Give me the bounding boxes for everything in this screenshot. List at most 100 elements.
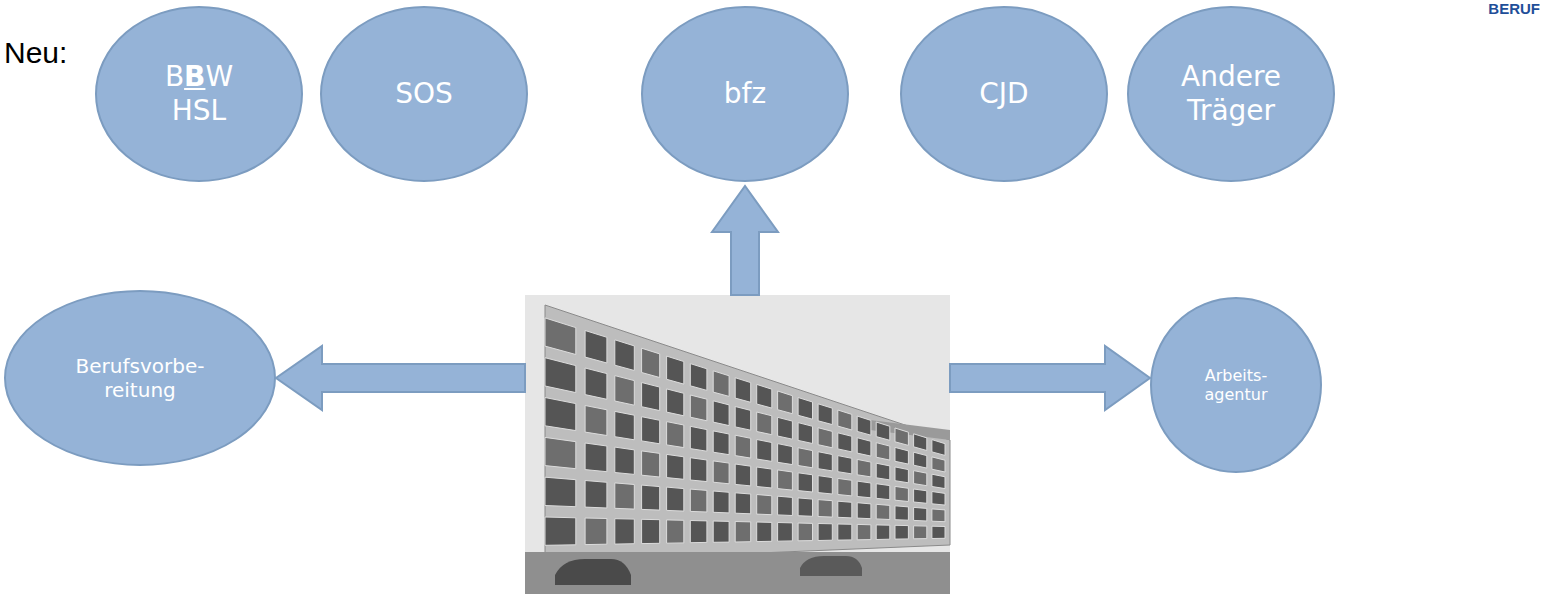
photo-sky <box>525 295 950 594</box>
window <box>642 383 660 411</box>
window <box>818 524 832 541</box>
ellipse-outline <box>1151 298 1321 472</box>
window <box>818 500 832 517</box>
building-roof <box>870 420 950 440</box>
window <box>876 504 890 519</box>
ellipse-node: Andere Träger <box>1127 6 1335 182</box>
window <box>914 434 927 451</box>
slide-heading: Neu: <box>4 36 67 70</box>
node-text-group: BBW HSL <box>154 60 244 127</box>
window <box>857 524 871 539</box>
window <box>585 406 607 436</box>
window <box>914 507 927 521</box>
node-text-group: Berufsvorbe- reitung <box>60 354 220 402</box>
node-text-group: Andere Träger <box>1169 60 1294 127</box>
ellipse-node: SOS <box>320 6 528 182</box>
window <box>757 467 772 488</box>
window <box>667 487 684 511</box>
window <box>667 520 684 543</box>
window <box>798 523 812 541</box>
window <box>838 433 852 452</box>
node-label: Arbeits- agentur <box>1190 366 1282 404</box>
window <box>932 492 945 506</box>
window <box>642 451 660 477</box>
node-label: Berufsvorbe- reitung <box>60 354 220 402</box>
node-text-group: bfz <box>724 77 766 111</box>
car <box>555 559 631 585</box>
window <box>778 496 793 515</box>
window <box>690 426 707 451</box>
window <box>735 522 751 543</box>
node-text-group: CJD <box>979 77 1028 111</box>
window <box>778 470 793 490</box>
window <box>615 340 635 371</box>
window <box>798 398 812 420</box>
window <box>757 412 772 435</box>
window <box>615 376 635 406</box>
window <box>798 473 812 492</box>
window <box>615 483 635 509</box>
window <box>713 521 729 542</box>
node-text-group: SOS <box>395 77 453 111</box>
window <box>667 389 684 416</box>
window <box>857 503 871 519</box>
window <box>585 518 607 545</box>
window <box>876 422 890 440</box>
window <box>818 404 832 425</box>
window <box>735 435 751 458</box>
window <box>798 448 812 468</box>
block-arrow-up <box>712 186 778 295</box>
window <box>895 447 908 464</box>
window <box>667 422 684 448</box>
window <box>857 416 871 435</box>
window <box>932 440 945 456</box>
window <box>778 444 793 465</box>
window <box>838 410 852 430</box>
window <box>713 431 729 455</box>
window <box>713 401 729 426</box>
window <box>642 519 660 543</box>
ellipse-outline <box>642 7 848 181</box>
window <box>615 519 635 544</box>
building-photo <box>525 295 950 594</box>
window <box>642 485 660 510</box>
window <box>642 348 660 377</box>
ellipse-node: BBW HSL <box>95 6 303 182</box>
window <box>713 491 729 513</box>
window <box>838 524 852 540</box>
window <box>690 364 707 391</box>
window <box>545 318 576 355</box>
window <box>757 440 772 462</box>
window <box>895 486 908 501</box>
block-arrow-right <box>950 346 1150 410</box>
window <box>798 498 812 516</box>
window <box>585 443 607 472</box>
window <box>838 456 852 474</box>
window <box>818 476 832 494</box>
window <box>778 523 793 542</box>
window <box>615 447 635 474</box>
header-logo-text: BERUF <box>1488 0 1540 17</box>
ellipse-outline <box>901 7 1107 181</box>
node-text-group: Arbeits- agentur <box>1190 366 1282 404</box>
window <box>713 461 729 484</box>
building-facade <box>545 305 950 562</box>
window <box>876 484 890 500</box>
window <box>667 356 684 384</box>
window <box>735 464 751 486</box>
ellipse-node: Arbeits- agentur <box>1150 297 1322 473</box>
window <box>585 331 607 364</box>
window <box>876 443 890 461</box>
ellipse-node: bfz <box>641 6 849 182</box>
street <box>525 552 950 594</box>
ellipse-outline <box>96 7 302 181</box>
window <box>876 525 890 540</box>
window <box>895 506 908 520</box>
window <box>545 358 576 393</box>
window <box>690 489 707 512</box>
window <box>757 522 772 542</box>
window <box>778 417 793 439</box>
node-label: bfz <box>724 77 766 111</box>
window <box>914 471 927 486</box>
window <box>545 437 576 468</box>
